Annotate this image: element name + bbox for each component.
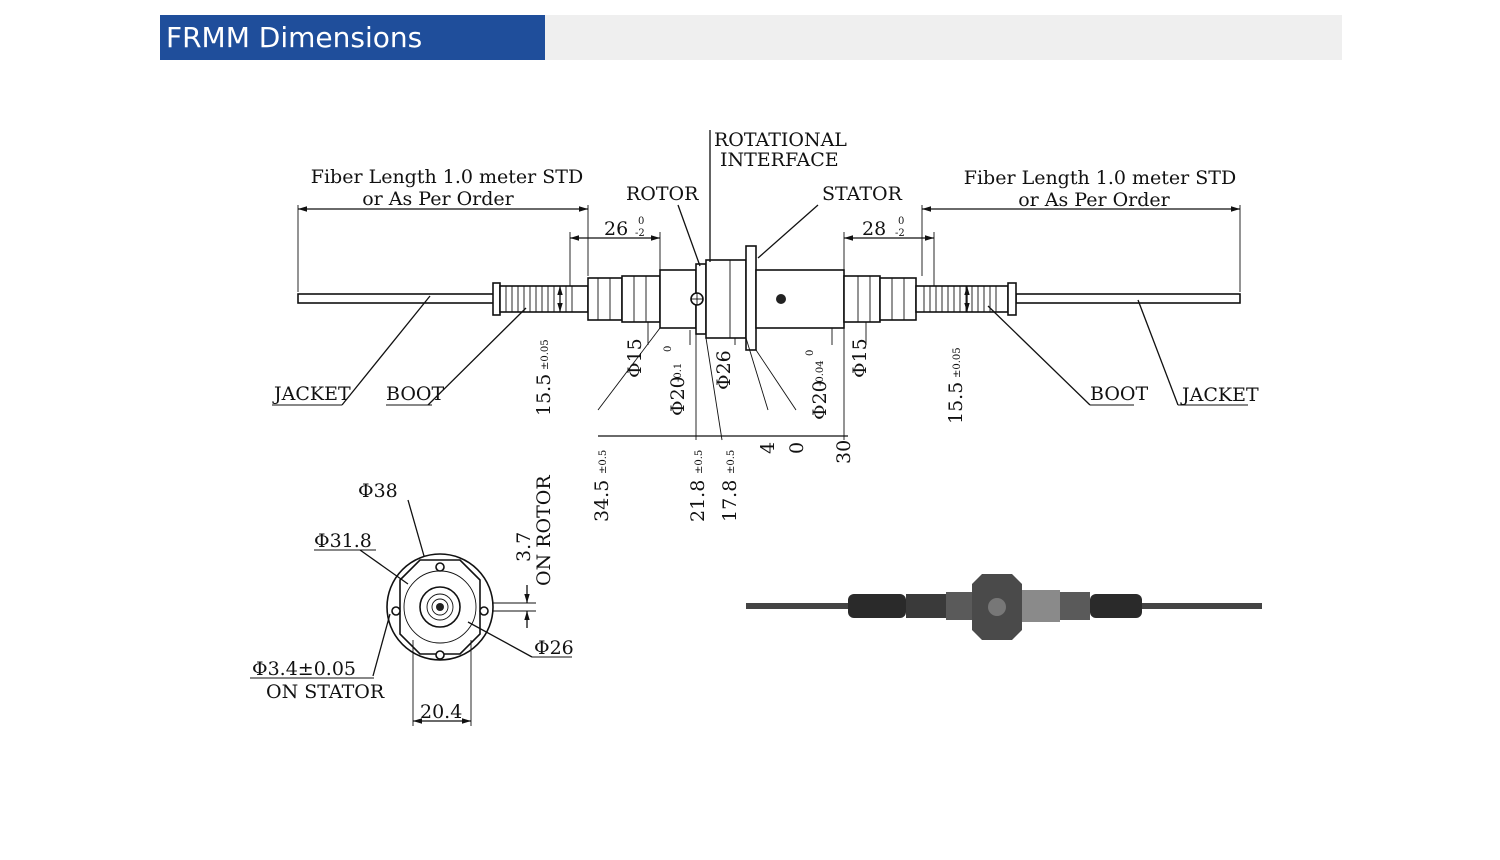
- boot-left-label: BOOT: [386, 383, 444, 405]
- jacket-right-label: JACKET: [1180, 384, 1259, 406]
- rotational-interface-label-2: INTERFACE: [720, 149, 839, 171]
- rotational-interface: [705, 259, 747, 339]
- dim-28-tol-bot: -2: [895, 228, 905, 239]
- dim-28: 28: [862, 218, 886, 240]
- dim-26-tol-top: 0: [638, 216, 644, 227]
- left-fiber-jacket: [297, 293, 495, 304]
- dim-15-5-right-tol: ±0.05: [952, 347, 963, 378]
- dim-15-5-left-tol: ±0.05: [540, 339, 551, 370]
- dim-17-8-tol: ±0.5: [726, 450, 737, 474]
- dia-15-right: Φ15: [849, 338, 871, 378]
- dim-15-5-left: 15.5: [533, 374, 555, 416]
- dia-20-right: Φ20: [809, 380, 831, 420]
- mount-hole-right-icon: [479, 606, 489, 616]
- mount-hole-left-icon: [391, 606, 401, 616]
- right-fiber-jacket: [1015, 293, 1241, 304]
- jacket-left-label: JACKET: [272, 383, 351, 405]
- dia-3-4-label: Φ3.4±0.05: [252, 658, 356, 680]
- dim-21-8: 21.8: [687, 480, 709, 522]
- on-stator-label: ON STATOR: [266, 681, 385, 703]
- dia-20-left: Φ20: [667, 376, 689, 416]
- dim-26-tol-bot: -2: [635, 228, 645, 239]
- fiber-length-left-line2: or As Per Order: [362, 188, 514, 210]
- dim-28-tol-top: 0: [898, 216, 904, 227]
- dia-20-right-tol-top: 0: [805, 350, 816, 356]
- dim-4: 4: [757, 442, 779, 454]
- fiber-length-right-line2: or As Per Order: [1018, 189, 1170, 211]
- mount-hole-bottom-icon: [435, 650, 445, 660]
- dia-26-end-label: Φ26: [534, 637, 574, 659]
- dim-21-8-tol: ±0.5: [694, 450, 705, 474]
- dia-20-right-tol-bot: -0.04: [815, 360, 826, 386]
- dim-3-7: 3.7: [513, 532, 535, 562]
- rotor-body: [659, 269, 697, 329]
- dia-20-left-tol-bot: -0.1: [673, 363, 684, 382]
- boot-right-label: BOOT: [1090, 383, 1148, 405]
- product-illustration: [746, 574, 1262, 640]
- fiber-length-left-line1: Fiber Length 1.0 meter STD: [311, 166, 583, 188]
- dim-20-4-label: 20.4: [420, 701, 462, 723]
- dim-0: 0: [786, 442, 808, 454]
- fiber-length-right-line1: Fiber Length 1.0 meter STD: [964, 167, 1236, 189]
- dia-38-label: Φ38: [358, 480, 398, 502]
- stator-flange: [745, 245, 757, 351]
- dim-30: 30: [833, 440, 855, 464]
- dia-26-side: Φ26: [713, 350, 735, 390]
- right-boot: [843, 275, 1017, 323]
- stator-body: [755, 269, 845, 329]
- dia-31-8-label: Φ31.8: [314, 530, 372, 552]
- dim-34-5-tol: ±0.5: [598, 450, 609, 474]
- dim-15-5-right: 15.5: [945, 382, 967, 424]
- rotor-label: ROTOR: [626, 183, 699, 205]
- stator-label: STATOR: [822, 183, 903, 205]
- dim-34-5: 34.5: [591, 480, 613, 522]
- on-rotor-label: ON ROTOR: [533, 475, 555, 586]
- dim-17-8: 17.8: [719, 480, 741, 522]
- dia-20-left-tol-top: 0: [663, 346, 674, 352]
- end-view: Φ38 Φ31.8 3.7 ON ROTOR Φ26 Φ3.4±0.05 ON …: [250, 475, 574, 726]
- mount-hole-top-icon: [435, 562, 445, 572]
- stator-screw-icon: [776, 294, 786, 304]
- side-view: Fiber Length 1.0 meter STD or As Per Ord…: [272, 129, 1259, 522]
- left-boot: [492, 275, 661, 323]
- rotational-interface-label-1: ROTATIONAL: [714, 129, 847, 151]
- dim-26: 26: [604, 218, 628, 240]
- page-title: FRMM Dimensions: [160, 15, 545, 60]
- dia-15-left: Φ15: [624, 338, 646, 378]
